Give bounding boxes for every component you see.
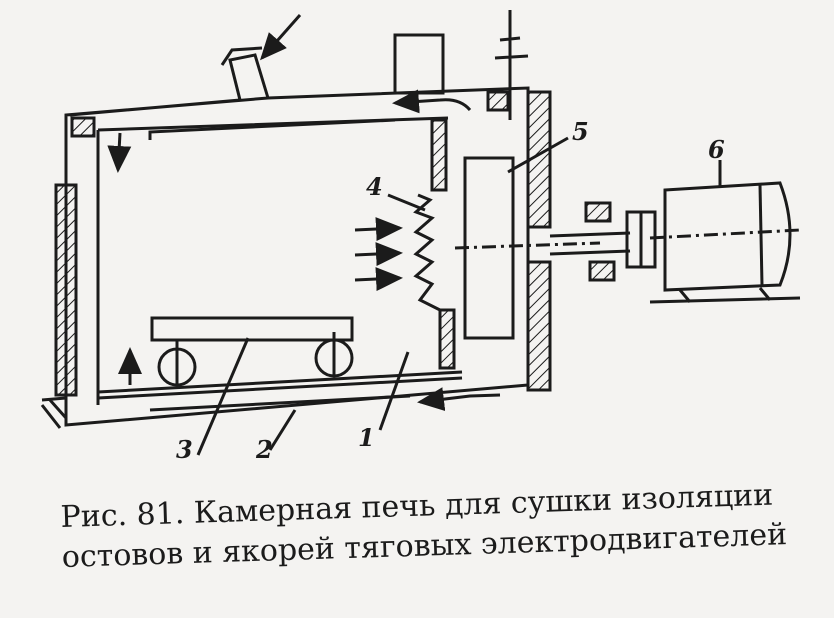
- right-wall-lower: [526, 260, 552, 392]
- partition-lower: [438, 308, 456, 370]
- bearing-lower: [588, 260, 616, 282]
- label-part-3: 3: [176, 435, 193, 464]
- figure-caption: Рис. 81. Камерная печь для сушки изоляци…: [60, 474, 822, 578]
- label-part-1: 1: [358, 423, 375, 452]
- label-part-4: 4: [366, 172, 383, 201]
- chamber-inner-wall: [96, 116, 449, 405]
- top-valve: [494, 10, 529, 120]
- label-part-6: 6: [708, 135, 725, 164]
- bearing-upper: [584, 201, 612, 223]
- label-part-5: 5: [572, 117, 589, 146]
- electric-motor: [663, 181, 792, 292]
- heater-coil: [413, 193, 441, 312]
- top-box: [393, 33, 445, 95]
- rail: [97, 370, 463, 394]
- oven-diagram: 1 2 3 4 5 6: [40, 10, 801, 464]
- trolley-platform: [150, 316, 354, 342]
- left-wall-insulation: [54, 183, 78, 397]
- motor-base: [649, 287, 801, 304]
- chamber-outer-wall: [64, 86, 530, 427]
- air-inlet-pipe: [228, 53, 270, 101]
- label-part-2: 2: [255, 435, 273, 464]
- partition-upper: [430, 118, 448, 192]
- ground-hatch: [40, 396, 68, 429]
